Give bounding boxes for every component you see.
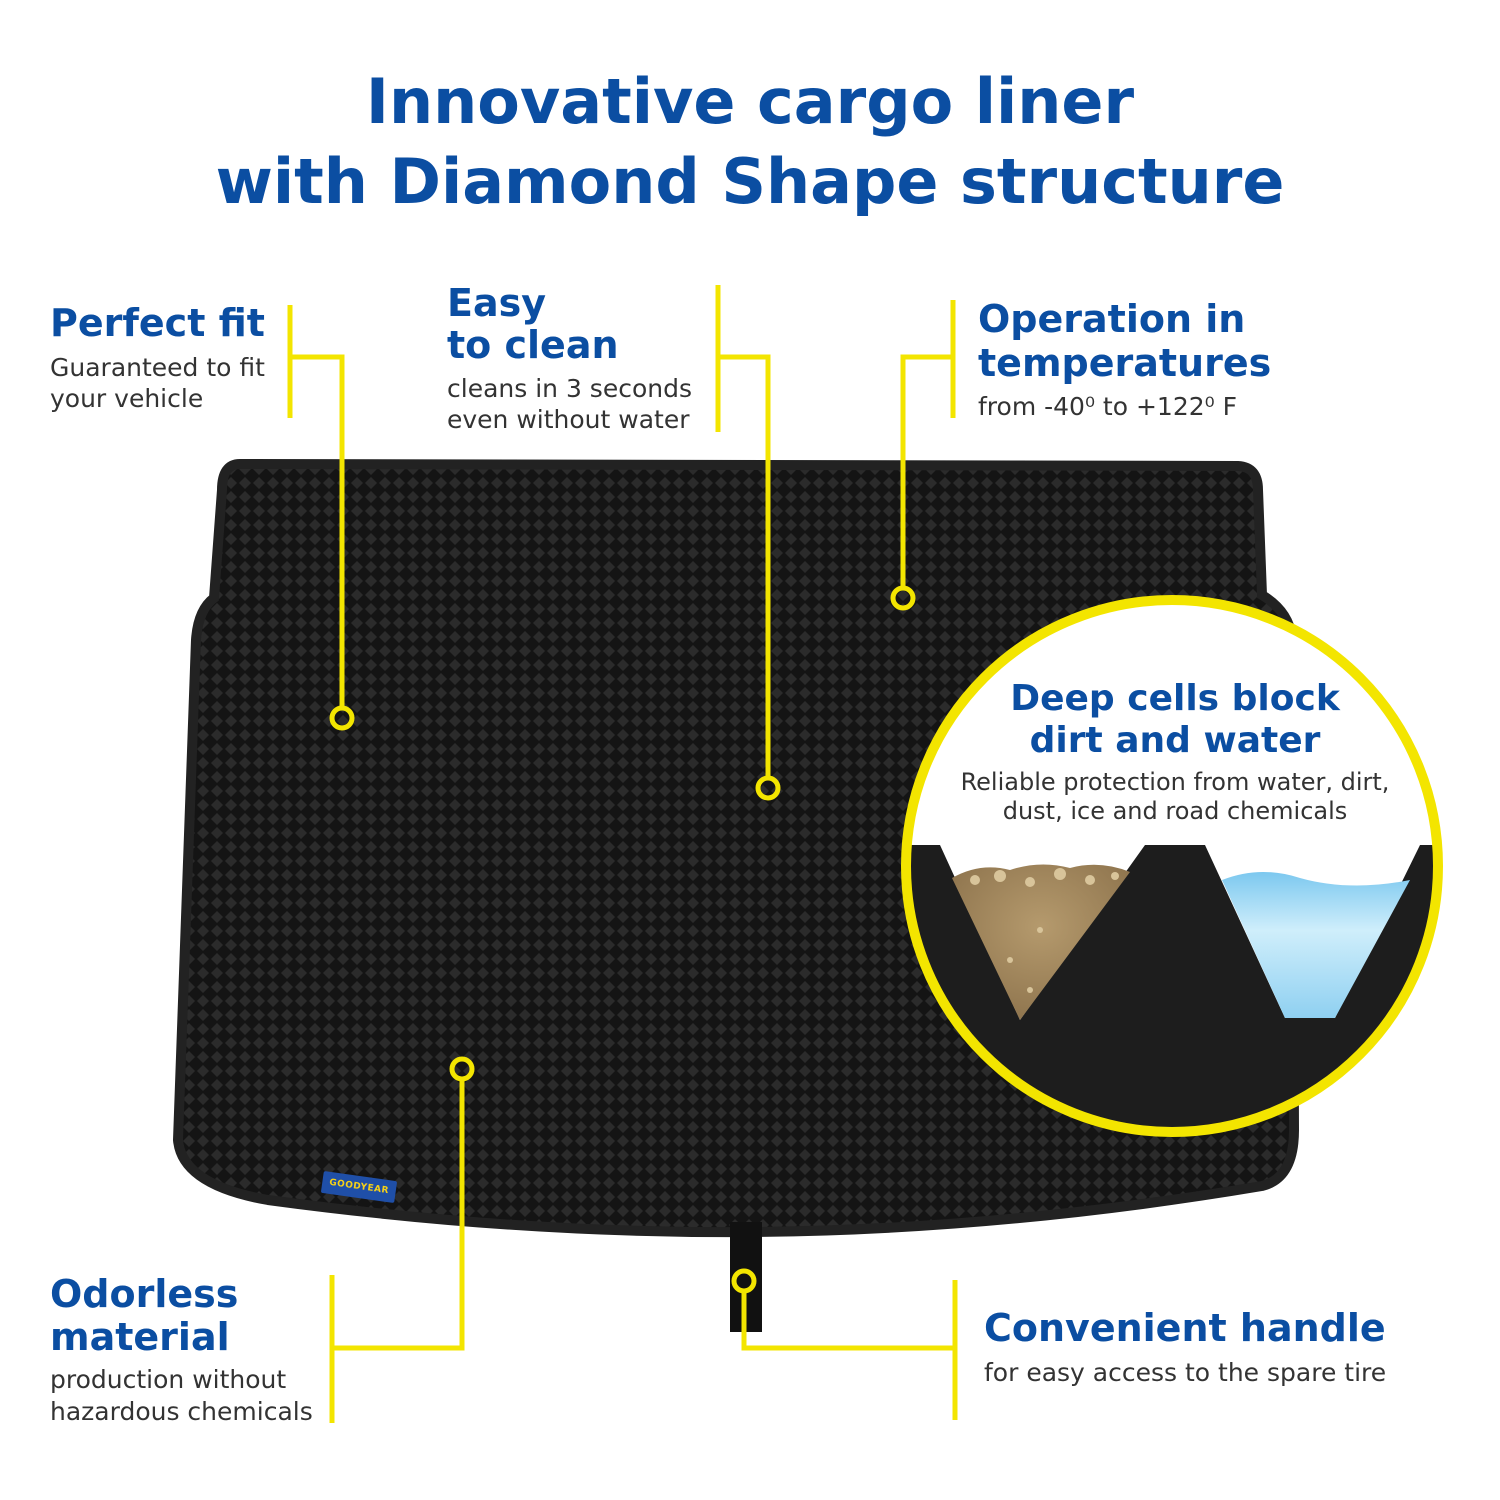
deep-cells-heading: Deep cells block dirt and water bbox=[920, 678, 1430, 762]
odorless-sub-1: production without bbox=[50, 1365, 287, 1394]
easy-clean-sub-2: even without water bbox=[447, 405, 690, 434]
odorless-heading-1: Odorless bbox=[50, 1272, 239, 1316]
page-title: Innovative cargo liner with Diamond Shap… bbox=[0, 62, 1500, 222]
handle-marker bbox=[731, 1268, 757, 1294]
odorless-marker bbox=[449, 1056, 475, 1082]
easy-clean-marker bbox=[755, 775, 781, 801]
temperature-marker bbox=[890, 585, 916, 611]
title-line-1: Innovative cargo liner bbox=[365, 65, 1135, 138]
perfect-fit-sub-2: your vehicle bbox=[50, 384, 204, 413]
handle-sub: for easy access to the spare tire bbox=[984, 1358, 1387, 1387]
easy-clean-sub-1: cleans in 3 seconds bbox=[447, 374, 692, 403]
water-fill bbox=[1222, 871, 1410, 1018]
dirt-fill bbox=[952, 864, 1130, 1020]
deep-cells-sub-1: Reliable protection from water, dirt, bbox=[960, 768, 1390, 796]
temperature-heading-1: Operation in bbox=[978, 297, 1246, 341]
deep-cells-sub-2: dust, ice and road chemicals bbox=[1002, 797, 1348, 825]
deep-cells-sub: Reliable protection from water, dirt, du… bbox=[920, 768, 1430, 826]
easy-clean-heading-2: to clean bbox=[447, 323, 619, 367]
easy-clean-heading-1: Easy bbox=[447, 281, 546, 325]
perfect-fit-sub-1: Guaranteed to fit bbox=[50, 353, 265, 382]
handle-heading: Convenient handle bbox=[984, 1306, 1386, 1350]
odorless-heading-2: material bbox=[50, 1315, 230, 1359]
cell-cross-section bbox=[906, 845, 1438, 1132]
perfect-fit-marker bbox=[329, 705, 355, 731]
title-line-2: with Diamond Shape structure bbox=[215, 145, 1285, 218]
deep-cells-heading-2: dirt and water bbox=[1029, 720, 1321, 761]
deep-cells-heading-1: Deep cells block bbox=[1010, 678, 1340, 719]
odorless-sub-2: hazardous chemicals bbox=[50, 1397, 313, 1426]
temperature-heading-2: temperatures bbox=[978, 341, 1272, 385]
perfect-fit-heading: Perfect fit bbox=[50, 301, 265, 345]
temperature-sub: from -40⁰ to +122⁰ F bbox=[978, 392, 1237, 421]
